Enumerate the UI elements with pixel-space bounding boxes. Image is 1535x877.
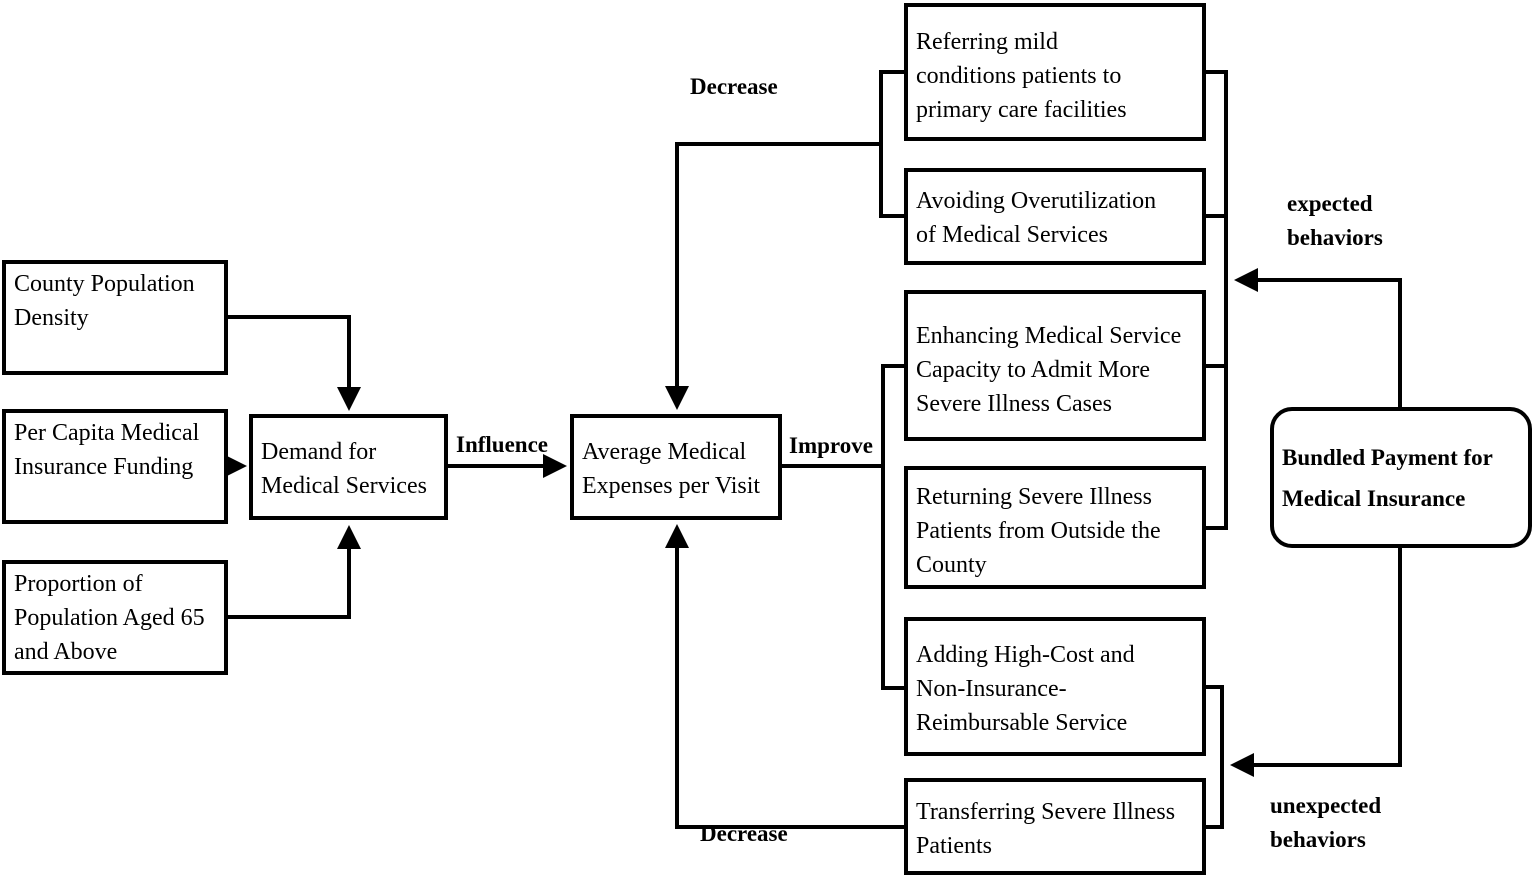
label-decrease-top: Decrease <box>690 74 778 99</box>
label-expected-behaviors: expected behaviors <box>1287 191 1383 250</box>
label-improve: Improve <box>789 433 873 458</box>
bracket-unexpected <box>1205 685 1224 829</box>
label-influence: Influence <box>456 432 548 457</box>
node-demand: Demand for Medical Services <box>249 414 448 520</box>
node-per-capita-funding: Per Capita Medical Insurance Funding <box>2 409 228 524</box>
node-avoiding-overutilization: Avoiding Overutilization of Medical Serv… <box>904 168 1206 265</box>
bracket-decrease-top <box>879 70 905 218</box>
label-decrease-bottom: Decrease <box>700 821 788 846</box>
arrow-bundled-to-unexpected <box>1230 548 1402 777</box>
node-adding-high-cost: Adding High-Cost and Non-Insurance- Reim… <box>904 617 1206 756</box>
node-county-density: County Population Density <box>2 260 228 375</box>
label-unexpected-behaviors: unexpected behaviors <box>1270 793 1382 852</box>
bracket-expected <box>1205 70 1228 530</box>
node-returning-patients: Returning Severe Illness Patients from O… <box>904 466 1206 589</box>
arrow-decrease-bottom <box>665 524 905 829</box>
node-transferring-patients: Transferring Severe Illness Patients <box>904 778 1206 875</box>
node-bundled-payment: Bundled Payment for Medical Insurance <box>1270 407 1532 548</box>
arrow-bundled-to-expected <box>1234 268 1402 407</box>
arrow-aged-to-demand <box>227 525 361 619</box>
node-enhancing-capacity: Enhancing Medical Service Capacity to Ad… <box>904 290 1206 441</box>
arrow-decrease-top <box>665 142 881 410</box>
arrow-density-to-demand <box>227 315 361 411</box>
node-average-expenses: Average Medical Expenses per Visit <box>570 414 782 520</box>
node-aged-65: Proportion of Population Aged 65 and Abo… <box>2 560 228 675</box>
bracket-improve <box>881 364 905 690</box>
node-referring-mild: Referring mild conditions patients to pr… <box>904 3 1206 141</box>
